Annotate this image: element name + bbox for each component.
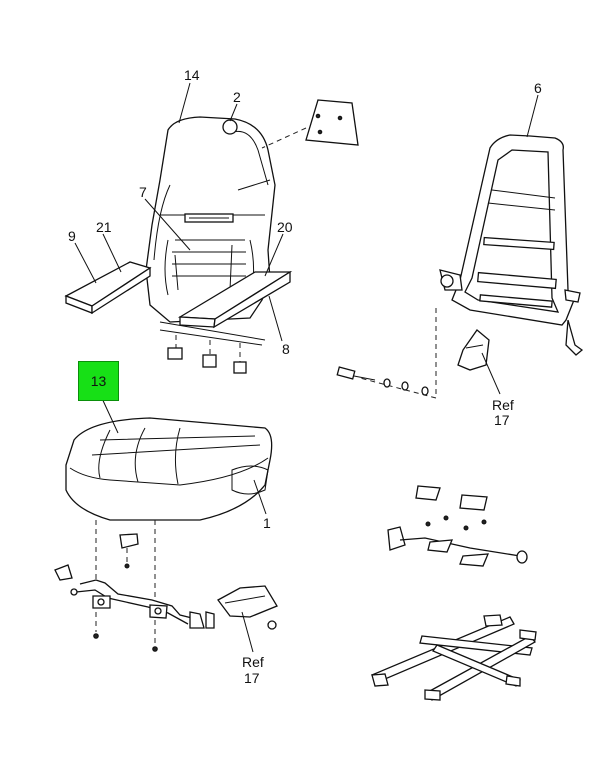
callout-labels: 14 2 6 7 9 21 20 8 1 Ref 17 Ref 17 (68, 67, 542, 686)
callout-7: 7 (139, 184, 147, 200)
armrest-right (177, 270, 293, 329)
callout-20: 20 (277, 219, 293, 235)
callout-13[interactable]: 13 (90, 373, 107, 389)
callout-6: 6 (534, 80, 542, 96)
tilt-hardware (387, 485, 528, 567)
ref-bracket-top (457, 329, 490, 371)
ref-number-bottom: 17 (244, 670, 260, 686)
ref-number-top: 17 (494, 412, 510, 428)
armrest-left (64, 261, 152, 315)
cushion-bracket (119, 533, 139, 569)
highlighted-callout-box[interactable] (78, 361, 119, 401)
callout-8: 8 (282, 341, 290, 357)
leader-lines (74, 82, 539, 653)
base-rails (370, 614, 537, 701)
callout-2: 2 (233, 89, 241, 105)
callout-1: 1 (263, 515, 271, 531)
ref-label-bottom: Ref (242, 654, 264, 670)
callout-14: 14 (184, 67, 200, 83)
headrest-panel (261, 99, 359, 149)
seat-cushion (65, 417, 273, 600)
seat-rail-lower-left (54, 564, 215, 652)
ref-label-top: Ref (492, 397, 514, 413)
callout-21: 21 (96, 219, 112, 235)
callout-9: 9 (68, 228, 76, 244)
seat-back (145, 116, 276, 346)
bolt-washers (336, 366, 429, 396)
back-studs (167, 335, 247, 374)
ref-bracket-bottom (217, 585, 278, 630)
seat-frame (359, 134, 584, 399)
